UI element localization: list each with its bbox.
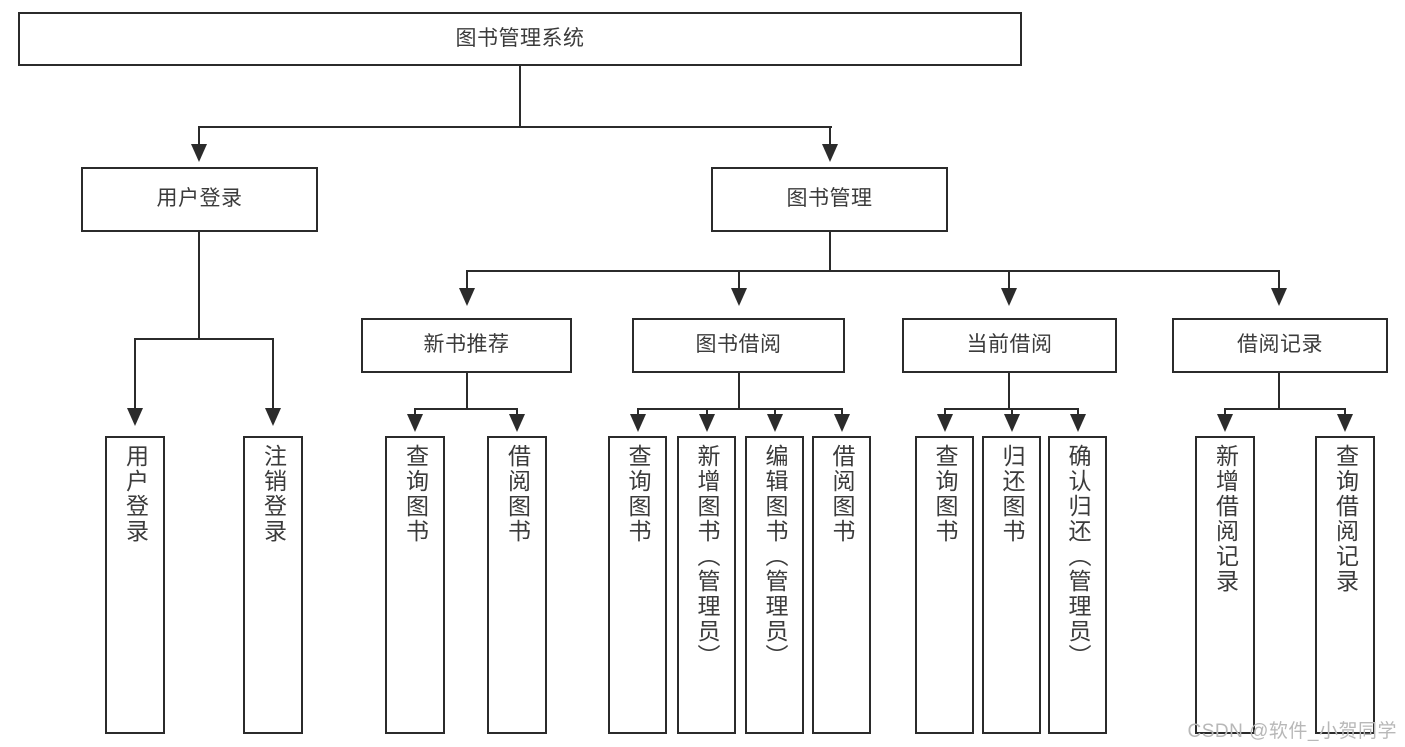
node-label: 确认归还（管理员） — [1065, 444, 1091, 669]
connector-drop-leaf-add-book — [706, 408, 708, 416]
arrowhead-book-manage — [822, 144, 838, 162]
leaf-borrow-book-borrow[interactable]: 借阅图书 — [812, 436, 871, 734]
connector-drop-leaf-confirm-return — [1077, 408, 1079, 416]
connector-drop-book-borrow — [738, 270, 740, 290]
leaf-confirm-return-admin[interactable]: 确认归还（管理员） — [1048, 436, 1107, 734]
connector-drop-current-borrow — [1008, 270, 1010, 290]
connector-bus-level2 — [198, 126, 832, 128]
connector-drop-leaf-query-record — [1344, 408, 1346, 416]
node-label: 借阅记录 — [1237, 333, 1323, 357]
connector-drop-leaf-edit-book — [774, 408, 776, 416]
arrowhead-leaf-borrow-book-1 — [509, 414, 525, 432]
node-new-book-recommend[interactable]: 新书推荐 — [361, 318, 572, 373]
connector-drop-leaf-borrow-book-1 — [516, 408, 518, 416]
node-user-login[interactable]: 用户登录 — [81, 167, 318, 232]
connector-bus-level3 — [466, 270, 1280, 272]
node-label: 查询图书 — [402, 444, 429, 544]
watermark-text: CSDN @软件_小贺同学 — [1187, 721, 1397, 742]
node-label: 归还图书 — [999, 444, 1025, 544]
node-label: 查询图书 — [932, 444, 958, 544]
node-label: 借阅图书 — [504, 444, 531, 544]
arrowhead-leaf-confirm-return — [1070, 414, 1086, 432]
leaf-query-book-recommend[interactable]: 查询图书 — [385, 436, 445, 734]
leaf-query-book-borrow[interactable]: 查询图书 — [608, 436, 667, 734]
connector-drop-leaf-add-record — [1224, 408, 1226, 416]
arrowhead-leaf-return-book — [1004, 414, 1020, 432]
node-label: 查询图书 — [625, 444, 651, 544]
connector-drop-leaf-query-book-1 — [414, 408, 416, 416]
arrowhead-leaf-query-book-3 — [937, 414, 953, 432]
arrowhead-current-borrow — [1001, 288, 1017, 306]
connector-stem-current-borrow — [1008, 373, 1010, 410]
arrowhead-book-borrow — [731, 288, 747, 306]
connector-stem-user-login — [198, 232, 200, 340]
node-label: 图书借阅 — [695, 333, 782, 357]
node-book-manage[interactable]: 图书管理 — [711, 167, 948, 232]
leaf-edit-book-admin[interactable]: 编辑图书（管理员） — [745, 436, 804, 734]
leaf-query-borrow-record[interactable]: 查询借阅记录 — [1315, 436, 1375, 734]
node-label: 查询借阅记录 — [1332, 444, 1359, 594]
arrowhead-borrow-record — [1271, 288, 1287, 306]
node-label: 用户登录 — [122, 444, 149, 544]
connector-stem-borrow-record — [1278, 373, 1280, 410]
node-label: 新增借阅记录 — [1212, 444, 1239, 594]
connector-drop-leaf-user-logout — [272, 338, 274, 410]
node-label: 新增图书（管理员） — [694, 444, 720, 669]
connector-stem-book-manage — [829, 232, 831, 272]
node-book-borrow[interactable]: 图书借阅 — [632, 318, 845, 373]
connector-bus-new-book-recommend-leaves — [414, 408, 518, 410]
node-label: 编辑图书（管理员） — [762, 444, 788, 669]
arrowhead-leaf-edit-book — [767, 414, 783, 432]
connector-drop-leaf-borrow-book-2 — [841, 408, 843, 416]
connector-drop-leaf-user-login — [134, 338, 136, 410]
node-label: 图书管理 — [786, 187, 873, 211]
connector-stem-new-book-recommend — [466, 373, 468, 410]
node-label: 借阅图书 — [829, 444, 855, 544]
leaf-add-borrow-record[interactable]: 新增借阅记录 — [1195, 436, 1255, 734]
node-root-system[interactable]: 图书管理系统 — [18, 12, 1022, 66]
arrowhead-leaf-query-book-1 — [407, 414, 423, 432]
arrowhead-leaf-add-record — [1217, 414, 1233, 432]
connector-bus-book-borrow-leaves — [637, 408, 843, 410]
node-label: 注销登录 — [260, 444, 287, 544]
connector-drop-leaf-query-book-2 — [637, 408, 639, 416]
arrowhead-leaf-query-record — [1337, 414, 1353, 432]
node-label: 新书推荐 — [423, 333, 510, 357]
arrowhead-leaf-borrow-book-2 — [834, 414, 850, 432]
connector-drop-user-login — [198, 126, 200, 146]
leaf-borrow-book-recommend[interactable]: 借阅图书 — [487, 436, 547, 734]
node-borrow-record[interactable]: 借阅记录 — [1172, 318, 1388, 373]
connector-stem-book-borrow — [738, 373, 740, 410]
connector-bus-borrow-record-leaves — [1224, 408, 1346, 410]
leaf-user-login[interactable]: 用户登录 — [105, 436, 165, 734]
connector-drop-leaf-query-book-3 — [944, 408, 946, 416]
connector-drop-book-manage — [829, 126, 831, 146]
node-label: 当前借阅 — [966, 333, 1053, 357]
connector-drop-new-book-recommend — [466, 270, 468, 290]
node-current-borrow[interactable]: 当前借阅 — [902, 318, 1117, 373]
leaf-return-book[interactable]: 归还图书 — [982, 436, 1041, 734]
arrowhead-user-login — [191, 144, 207, 162]
connector-bus-user-login-leaves — [134, 338, 273, 340]
connector-drop-borrow-record — [1278, 270, 1280, 290]
node-label: 图书管理系统 — [455, 26, 585, 50]
leaf-query-book-current[interactable]: 查询图书 — [915, 436, 974, 734]
arrowhead-leaf-user-logout — [265, 408, 281, 426]
connector-root-stem — [519, 66, 521, 128]
arrowhead-leaf-user-login — [127, 408, 143, 426]
node-label: 用户登录 — [156, 187, 243, 211]
connector-drop-leaf-return-book — [1011, 408, 1013, 416]
leaf-add-book-admin[interactable]: 新增图书（管理员） — [677, 436, 736, 734]
arrowhead-new-book-recommend — [459, 288, 475, 306]
leaf-user-logout[interactable]: 注销登录 — [243, 436, 303, 734]
arrowhead-leaf-add-book — [699, 414, 715, 432]
arrowhead-leaf-query-book-2 — [630, 414, 646, 432]
